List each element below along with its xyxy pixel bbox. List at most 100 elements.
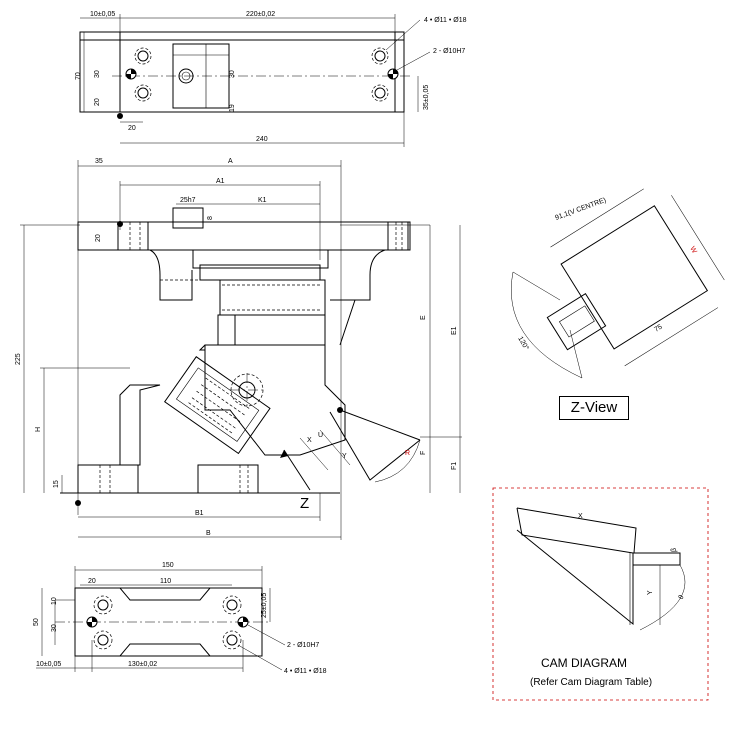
cam-triangle — [329, 411, 421, 481]
bottom-dim-110: 110 — [160, 578, 171, 585]
front-dim-B1: B1 — [195, 510, 204, 517]
zview-dim-centre: 91,1(V CENTRE) — [554, 197, 607, 222]
cam-diagram-arc — [639, 564, 686, 631]
zview-dim-75: 75 — [653, 324, 663, 334]
zview-driver — [546, 292, 607, 351]
base-plate-profile — [330, 249, 410, 301]
datum-marker — [75, 500, 81, 506]
top-dim-spacing: 220±0,02 — [246, 11, 275, 18]
counterbore-block — [387, 221, 409, 251]
bottom-callout-pins: 2 - Ø10H7 — [287, 642, 319, 649]
cam-dim-Y: Y — [647, 590, 654, 595]
cam-diagram-title: CAM DIAGRAM — [541, 656, 627, 670]
front-dim-R: R — [405, 450, 410, 457]
front-dim-8: 8 — [207, 216, 214, 220]
bottom-plate-notch — [75, 587, 262, 601]
front-dim-X: X — [307, 437, 312, 444]
counterbore-block — [117, 221, 149, 251]
left-leg — [119, 384, 161, 466]
z-view: 91,1(V CENTRE) W 120° 75 — [510, 188, 725, 379]
top-dim-30: 30 — [94, 70, 101, 78]
lower-block-right — [197, 464, 259, 494]
datum-marker — [117, 113, 123, 119]
zview-dim-W: W — [688, 246, 698, 256]
base-plate — [77, 221, 411, 251]
key-block — [172, 207, 204, 229]
front-dim-B: B — [206, 530, 211, 537]
front-dim-K1: K1 — [258, 197, 267, 204]
bottom-dim-10: 10 — [51, 597, 58, 605]
dowel-pin-symbol — [387, 68, 399, 80]
cam-diagram-subtitle: (Refer Cam Diagram Table) — [530, 677, 652, 688]
front-dim-20: 20 — [95, 234, 102, 242]
bottom-view: 150 20 110 50 10 30 25±0,05 10±0,05 130±… — [33, 562, 327, 675]
cam-diagram-x-edge — [516, 507, 637, 554]
slide-rail — [199, 264, 321, 281]
top-view: 10±0,05 220±0,02 4 • Ø11 • Ø18 2 - Ø10H7… — [75, 11, 467, 147]
cam-center — [337, 407, 343, 413]
cam-diagram-line — [516, 507, 634, 554]
top-dim-height: 70 — [75, 72, 82, 80]
top-dim-20-bottom: 20 — [128, 125, 136, 132]
top-callout-pins: 2 - Ø10H7 — [433, 48, 465, 55]
slide-wedge — [330, 299, 356, 346]
base-plate-profile — [120, 249, 193, 301]
bottom-dim-50: 50 — [33, 618, 40, 626]
bottom-dim-150: 150 — [162, 562, 174, 569]
front-view: 35 A A1 25h7 K1 8 20 — [15, 158, 462, 540]
cam-dim-X: X — [578, 513, 583, 520]
top-dim-35: 35±0,05 — [423, 85, 430, 110]
bottom-dim-30: 30 — [51, 624, 58, 632]
zview-plate — [560, 205, 709, 350]
dowel-pin-symbol — [125, 68, 137, 80]
front-dim-15: 15 — [53, 480, 60, 488]
zview-angle-arc — [510, 271, 583, 379]
top-dim-total: 240 — [256, 136, 268, 143]
front-z-label: Z — [300, 495, 309, 512]
radius-arc — [374, 439, 421, 483]
top-dim-19: 19 — [229, 104, 236, 112]
lower-block-left — [77, 464, 139, 494]
driver-housing — [198, 344, 346, 456]
top-dim-offset: 10±0,05 — [90, 11, 115, 18]
zview-title: Z-View — [559, 396, 629, 420]
cam-diagram-profile — [516, 529, 681, 626]
front-dim-E: E — [420, 315, 427, 320]
front-dim-U: U — [318, 432, 323, 439]
cam-dim-beta: β — [671, 548, 678, 552]
dowel-pin-symbol — [86, 616, 98, 628]
front-dim-225: 225 — [15, 353, 22, 365]
top-view-outline — [79, 31, 405, 113]
front-dim-25h7: 25h7 — [180, 197, 196, 204]
front-dim-F: F — [420, 451, 427, 455]
bottom-dim-spacing: 130±0,02 — [128, 661, 157, 668]
front-dim-Y: Y — [342, 453, 347, 460]
bottom-dim-20: 20 — [88, 578, 96, 585]
front-dim-H: H — [35, 427, 42, 432]
front-dim-35: 35 — [95, 158, 103, 165]
z-arrow — [283, 449, 311, 491]
dowel-pin-symbol — [237, 616, 249, 628]
cam-diagram-frame — [492, 487, 709, 701]
bottom-plate-notch — [75, 643, 262, 657]
slide-profile — [204, 314, 326, 360]
front-dim-A1: A1 — [216, 178, 225, 185]
z-arrow-head — [280, 450, 288, 458]
bottom-counterbore-holes — [93, 595, 242, 650]
top-dim-20-left: 20 — [94, 98, 101, 106]
zview-dim-120: 120° — [516, 335, 530, 352]
front-dim-E1: E1 — [451, 326, 458, 335]
zview-driver-slot — [558, 305, 595, 338]
bottom-dim-offset: 10±0,05 — [36, 661, 61, 668]
front-dim-F1: F1 — [451, 462, 458, 470]
cam-dim-theta: θ — [678, 594, 686, 601]
bottom-dim-25: 25±0,05 — [261, 593, 268, 618]
radius-line — [339, 409, 421, 441]
top-dim-30-right: 30 — [229, 70, 236, 78]
front-dim-A: A — [228, 158, 233, 165]
counterbore-holes — [134, 47, 389, 102]
inclined-cam-block — [164, 356, 271, 455]
cam-diagram: X Y θ β CAM DIAGRAM (Refer Cam Diagram T… — [492, 487, 709, 701]
slide-top — [192, 249, 329, 269]
